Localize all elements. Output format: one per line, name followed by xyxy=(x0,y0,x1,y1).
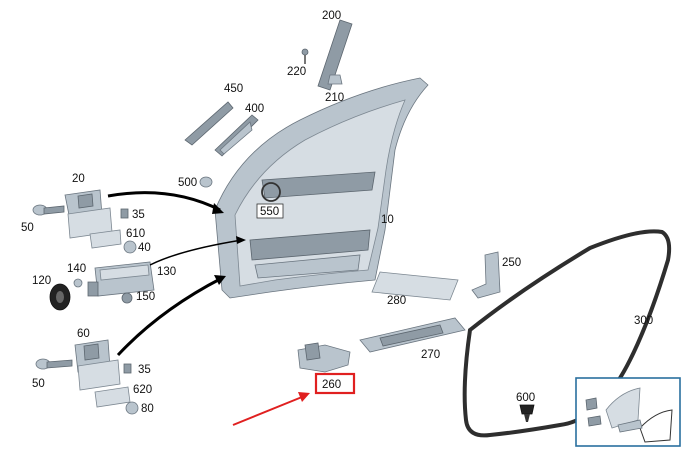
door-seal-300-part[interactable] xyxy=(462,229,672,438)
bolt-50a-part[interactable] xyxy=(32,204,65,216)
label-610: 610 xyxy=(126,228,145,240)
door-check-part[interactable] xyxy=(87,261,155,297)
module-270-part[interactable] xyxy=(359,317,466,353)
lower-hinge-part[interactable] xyxy=(74,339,121,391)
nut-35b-part[interactable] xyxy=(123,363,132,374)
label-80: 80 xyxy=(141,403,154,415)
ring-550-part[interactable] xyxy=(261,182,281,202)
highlight-arrow xyxy=(232,396,303,426)
triangle-cover-450-part[interactable] xyxy=(184,101,234,146)
plate-610-part[interactable] xyxy=(89,229,122,249)
nut-80-part[interactable] xyxy=(125,401,139,415)
overview-thumbnail[interactable] xyxy=(575,377,681,447)
upper-hinge-part[interactable] xyxy=(64,189,113,239)
label-150: 150 xyxy=(136,291,155,303)
seal-120-part[interactable] xyxy=(49,283,71,311)
label-20: 20 xyxy=(72,173,85,185)
grommet-500-part[interactable] xyxy=(199,176,213,188)
label-620: 620 xyxy=(133,384,152,396)
label-60: 60 xyxy=(77,328,90,340)
label-35-lower: 35 xyxy=(138,364,151,376)
label-550: 550 xyxy=(260,206,279,218)
label-140: 140 xyxy=(67,263,86,275)
label-50-upper: 50 xyxy=(21,222,34,234)
label-400: 400 xyxy=(245,103,264,115)
label-35-upper: 35 xyxy=(132,209,145,221)
label-600: 600 xyxy=(516,392,535,404)
grommet-140-part[interactable] xyxy=(73,278,83,288)
label-50-lower: 50 xyxy=(32,378,45,390)
lower-bracket-260-part[interactable] xyxy=(297,342,351,373)
nut-40-part[interactable] xyxy=(123,240,137,254)
label-220: 220 xyxy=(287,66,306,78)
pillar-trim-part[interactable] xyxy=(317,19,353,91)
bolt-50b-part[interactable] xyxy=(35,358,73,370)
label-10: 10 xyxy=(381,214,394,226)
leader-arrows xyxy=(107,191,246,357)
door-shell-part[interactable] xyxy=(214,77,429,299)
label-270: 270 xyxy=(421,349,440,361)
label-210: 210 xyxy=(325,92,344,104)
label-130: 130 xyxy=(157,266,176,278)
label-120: 120 xyxy=(32,275,51,287)
screw-220-part[interactable] xyxy=(301,48,309,64)
highlight-box xyxy=(314,372,356,395)
label-500: 500 xyxy=(178,177,197,189)
clip-210-part[interactable] xyxy=(327,74,343,85)
label-550-box xyxy=(256,203,284,219)
label-250: 250 xyxy=(502,257,521,269)
label-280: 280 xyxy=(387,295,406,307)
label-450: 450 xyxy=(224,83,243,95)
nut-35a-part[interactable] xyxy=(120,208,129,219)
highlight-annotation xyxy=(232,372,356,426)
label-200: 200 xyxy=(322,10,341,22)
triangle-cover-400-part[interactable] xyxy=(214,114,259,157)
bracket-250-part[interactable] xyxy=(471,251,501,299)
label-260: 260 xyxy=(322,379,341,391)
plate-620-part[interactable] xyxy=(94,386,131,408)
insulation-pad-280-part[interactable] xyxy=(371,271,459,301)
label-300: 300 xyxy=(634,315,653,327)
bolt-150-part[interactable] xyxy=(121,292,133,304)
clip-600-part[interactable] xyxy=(519,404,535,422)
part-labels: 200 220 210 450 400 500 550 10 20 35 50 … xyxy=(21,10,653,415)
label-40: 40 xyxy=(138,242,151,254)
